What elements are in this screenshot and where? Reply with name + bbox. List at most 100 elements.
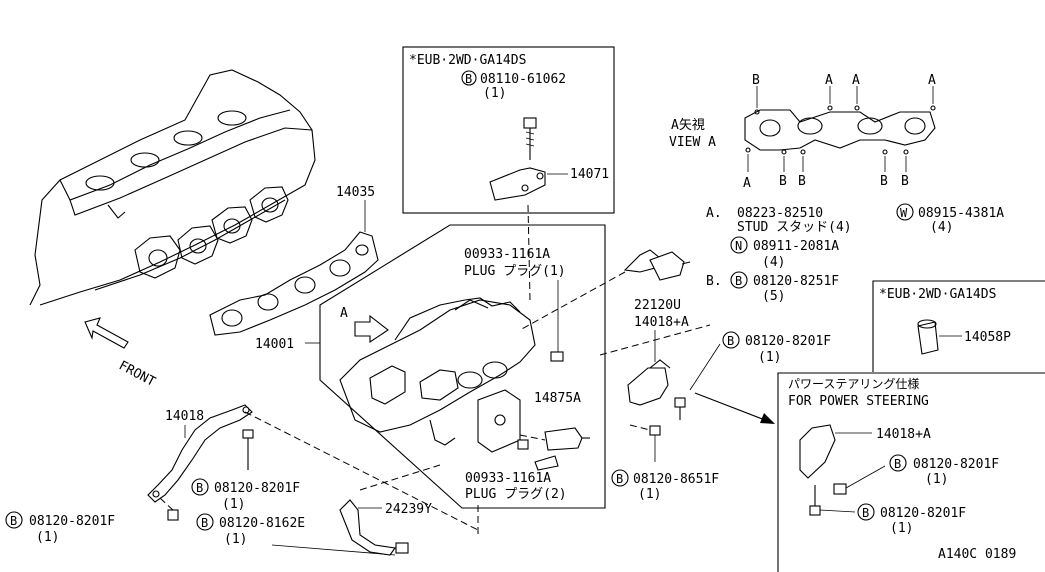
- leader-dash: [244, 411, 479, 531]
- b-circle-symbol: B: [616, 472, 623, 486]
- b-circle-icon: [196, 513, 214, 531]
- diagram-code: A140C 0189: [938, 547, 1016, 562]
- view-a-b-label: B: [901, 174, 909, 189]
- plug2-text: PLUG プラグ(2): [465, 487, 567, 502]
- b-circle-symbol: B: [727, 334, 734, 348]
- manifold-outline: [319, 224, 606, 509]
- front-arrow: FRONT: [84, 317, 158, 390]
- ps-bolt1-part-no: 08120-8201F: [913, 457, 999, 472]
- plug2-small-drawing: [517, 439, 529, 450]
- leader: [689, 343, 721, 391]
- valve-part-label: 14875A: [534, 391, 581, 406]
- inset-top-bolt-no: 08110-61062: [480, 72, 566, 87]
- inset-top-title: *EUB·2WD·GA14DS: [409, 53, 526, 68]
- bolt-8201-qty: (1): [758, 350, 781, 365]
- inset-top-box: *EUB·2WD·GA14DS B 08110-61062 (1) 14071: [402, 46, 615, 214]
- bolt-8162-part-no: 08120-8162E: [219, 516, 305, 531]
- view-a-b-label: B: [752, 73, 760, 88]
- inset-right-box: *EUB·2WD·GA14DS 14058P: [872, 280, 1045, 372]
- arrow-a-letter: A: [340, 306, 348, 321]
- stud-text: STUD スタッド(4): [737, 220, 852, 235]
- b-circle-symbol: B: [196, 481, 203, 495]
- view-a-a-label: A: [825, 73, 833, 88]
- view-a-a-label: A: [852, 73, 860, 88]
- ps-bracket-part-label: 14018+A: [876, 427, 931, 442]
- leader-dash: [527, 204, 531, 301]
- b-circle-icon: [5, 511, 23, 529]
- front-label: FRONT: [116, 358, 158, 390]
- cylinder-head-drawing: [29, 69, 316, 306]
- plug1-text: PLUG プラグ(1): [464, 264, 566, 279]
- b-circle-symbol: B: [735, 274, 742, 288]
- plug2-part-no: 00933-1161A: [465, 471, 551, 486]
- pointer-arrow: [694, 392, 775, 424]
- n-circle-symbol: N: [735, 239, 742, 253]
- b-circle-symbol: B: [862, 506, 869, 520]
- view-a-en: VIEW A: [669, 135, 716, 150]
- gasket-part-label: 14035: [336, 185, 375, 200]
- leader-dash: [599, 324, 711, 356]
- b-circle-icon: [730, 271, 748, 289]
- bolt-8651-part-no: 08120-8651F: [633, 472, 719, 487]
- bracket2-drawing: [339, 464, 441, 556]
- ps-bolt1-qty: (1): [925, 472, 948, 487]
- ps-bolt2-part-no: 08120-8201F: [880, 506, 966, 521]
- bolt-8201-part-no: 08120-8201F: [745, 334, 831, 349]
- bolt-b-part-no: 08120-8251F: [753, 274, 839, 289]
- b-circle-icon: [191, 478, 209, 496]
- manifold-part-label: 14001: [255, 337, 294, 352]
- b-circle-symbol: B: [201, 516, 208, 530]
- bolt-8162-qty: (1): [224, 532, 247, 547]
- left-bolt-qty: (1): [36, 530, 59, 545]
- stud-a-prefix: A.: [706, 206, 722, 221]
- nut-qty: (4): [762, 255, 785, 270]
- bracket-drawing: [627, 359, 671, 406]
- bolt-drawing: [674, 397, 686, 420]
- bolt-small-drawing: [534, 455, 559, 471]
- washer-qty: (4): [930, 220, 953, 235]
- pipe-part-label: 14018: [165, 409, 204, 424]
- bracket-part-label: 14018+A: [634, 315, 689, 330]
- left-bolt-part-no: 08120-8201F: [29, 514, 115, 529]
- b-circle-symbol: B: [10, 514, 17, 528]
- pipe-bolt-part-no: 08120-8201F: [214, 481, 300, 496]
- washer-part-no: 08915-4381A: [918, 206, 1004, 221]
- bolt-drawing: [242, 429, 254, 470]
- sensor-drawing: [623, 249, 691, 281]
- view-a-b-label: B: [798, 174, 806, 189]
- plug1-drawing: [550, 351, 564, 362]
- bolt-b-qty: (5): [762, 289, 785, 304]
- view-a-b-label: B: [779, 174, 787, 189]
- view-a-a-label: A: [743, 176, 751, 191]
- b-circle-icon: [611, 469, 629, 487]
- stud-a-part-no: 08223-82510: [737, 206, 823, 221]
- ps-bolt2-qty: (1): [890, 521, 913, 536]
- leader-dash: [519, 271, 626, 331]
- b-prefix: B.: [706, 274, 722, 289]
- view-a-jp: A矢視: [671, 118, 705, 133]
- valve-drawing: [519, 427, 590, 451]
- w-circle-icon: [896, 203, 914, 221]
- ps-title-jp: パワーステアリング仕様: [788, 377, 919, 391]
- inset-right-title: *EUB·2WD·GA14DS: [879, 287, 996, 302]
- power-steering-box: パワーステアリング仕様 FOR POWER STEERING 14018+A B…: [777, 372, 1045, 572]
- b-circle-icon: [722, 331, 740, 349]
- inset-right-part-label: 14058P: [964, 330, 1011, 345]
- inset-top-part-label: 14071: [570, 167, 609, 182]
- ps-title-en: FOR POWER STEERING: [788, 394, 929, 409]
- bracket2-part-label: 24239Y: [385, 502, 432, 517]
- bolt-8651-drawing: [629, 424, 661, 436]
- b-circle-symbol: B: [894, 457, 901, 471]
- leader: [271, 544, 396, 556]
- intake-manifold-drawing: [339, 297, 536, 453]
- pipe-bolt-qty: (1): [222, 497, 245, 512]
- sensor-part-label: 22120U: [634, 298, 681, 313]
- view-a-b-label: B: [880, 174, 888, 189]
- w-circle-symbol: W: [900, 206, 908, 220]
- inset-top-bolt-qty: (1): [483, 86, 506, 101]
- plug1-part-no: 00933-1161A: [464, 247, 550, 262]
- b-circle-symbol: B: [465, 72, 472, 86]
- view-a-a-label: A: [928, 73, 936, 88]
- n-circle-icon: [730, 236, 748, 254]
